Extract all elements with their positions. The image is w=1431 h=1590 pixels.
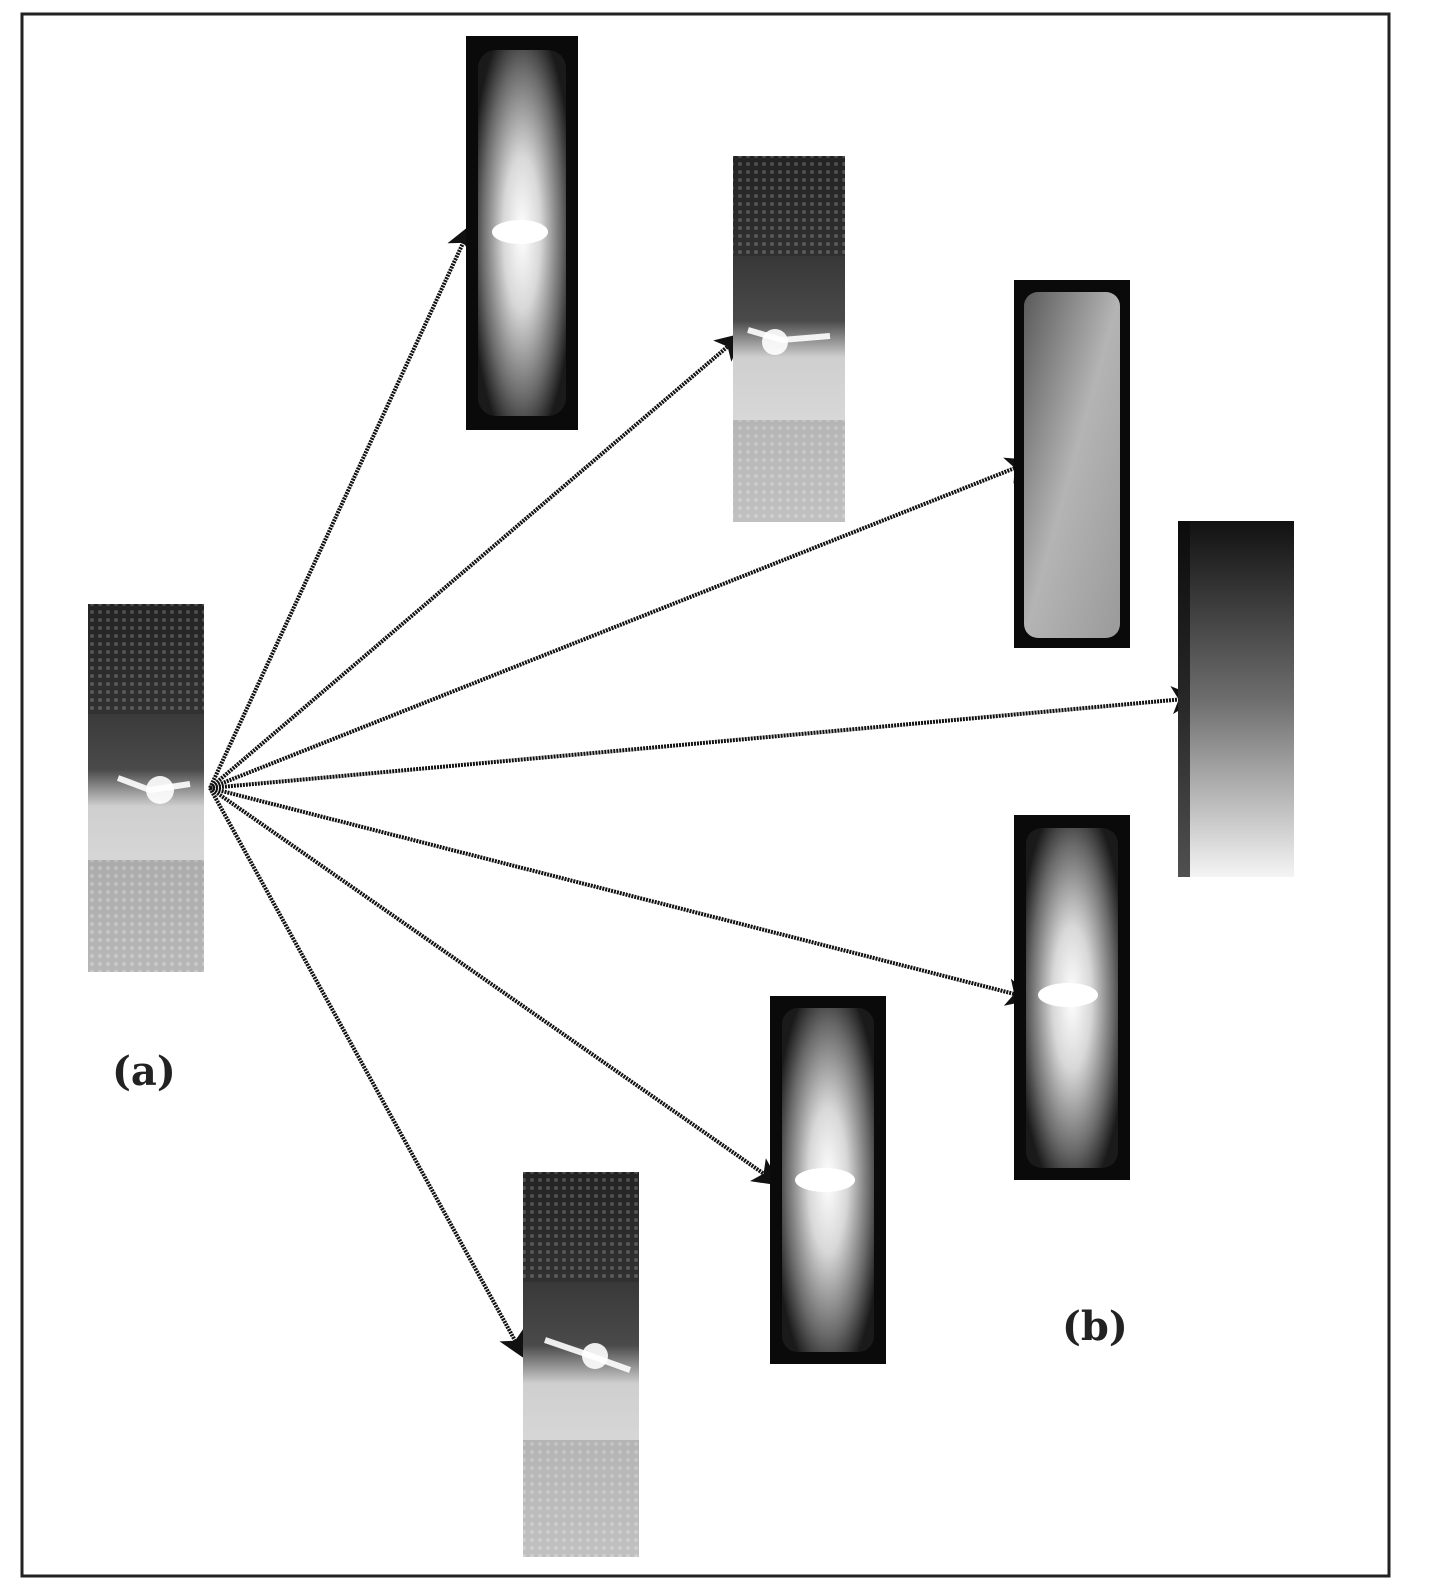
arrow-to-panel-6 [208, 786, 781, 1186]
figure-frame [20, 12, 1391, 1578]
arrows-group [208, 223, 1200, 1360]
target-panel-6 [770, 996, 886, 1364]
label-a: (a) [112, 1048, 176, 1095]
source-panel-a [88, 604, 204, 972]
target-panel-3 [1014, 280, 1130, 648]
target-panel-4 [1178, 521, 1294, 877]
arrow-to-panel-7 [208, 787, 526, 1360]
target-panel-7 [523, 1172, 639, 1557]
arrow-to-panel-4 [209, 686, 1200, 790]
arrow-to-panel-1 [208, 223, 473, 789]
target-panel-1 [466, 36, 578, 430]
arrow-to-panel-2 [208, 332, 744, 790]
label-b: (b) [1062, 1303, 1128, 1350]
target-panel-5 [1014, 815, 1130, 1180]
arrow-to-panel-5 [209, 786, 1035, 1006]
target-panel-2 [733, 156, 845, 522]
arrow-to-panel-3 [209, 457, 1035, 790]
